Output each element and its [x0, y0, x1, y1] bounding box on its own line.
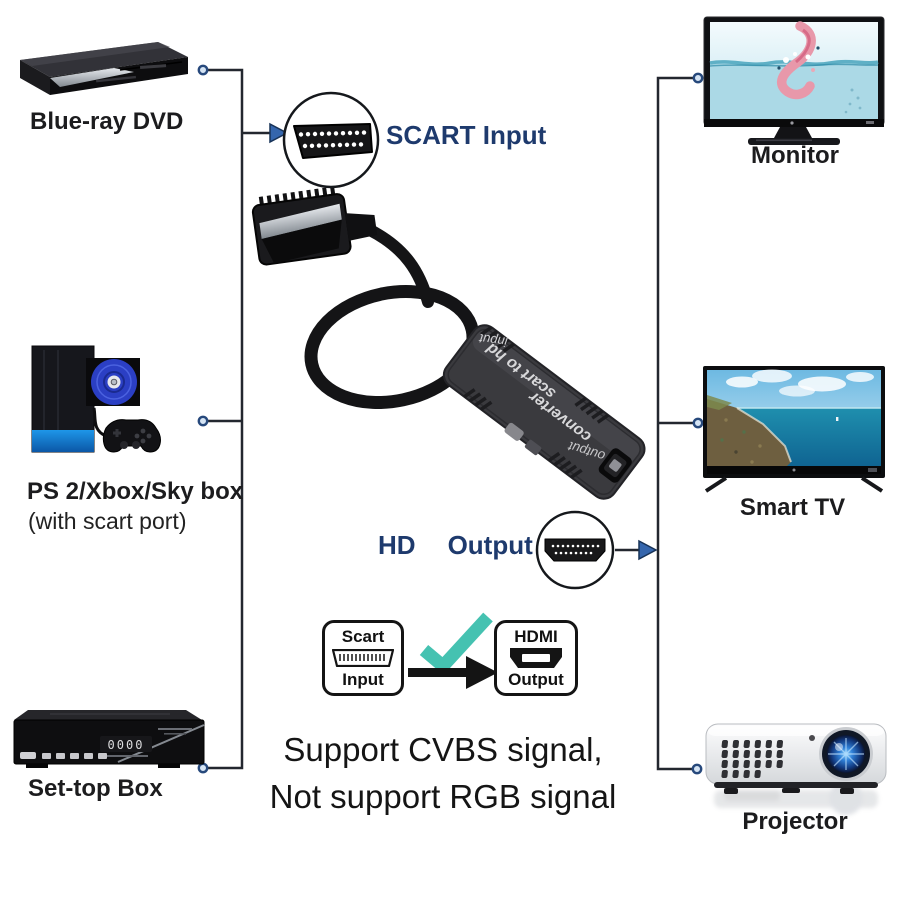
- settop-display: 0000: [108, 738, 145, 752]
- smart-tv-image: [703, 366, 885, 493]
- connection-dots: [197, 64, 704, 775]
- hd-arrow: [615, 539, 658, 561]
- ps2-label: PS 2/Xbox/Sky box: [27, 478, 244, 505]
- converter-body-image: [442, 324, 646, 500]
- converter-product-photo: input scart to hd converter output: [251, 186, 646, 500]
- settop-label: Set-top Box: [28, 775, 163, 802]
- projector-label: Projector: [742, 808, 848, 835]
- badge-hdmi-subtitle: Output: [508, 670, 564, 689]
- scart-input-label: SCART Input: [386, 120, 547, 150]
- bluray-label: Blue-ray DVD: [30, 108, 184, 135]
- bluray-player-image: [20, 42, 188, 95]
- ps2-console-image: [31, 345, 161, 453]
- projector-image: [705, 723, 887, 815]
- badge-scart-title: Scart: [341, 627, 385, 646]
- monitor-label: Monitor: [751, 142, 839, 169]
- right-arrow-icon: [466, 656, 498, 689]
- scart-input-badge: Scart Input: [322, 620, 404, 696]
- scart-arrow: [243, 122, 289, 144]
- scart-plug-image: [251, 186, 378, 266]
- connection-rails: [203, 68, 697, 771]
- scart-connector-icon: [332, 649, 394, 667]
- conversion-arrow-group: [408, 612, 498, 689]
- support-text-line2: Not support RGB signal: [269, 778, 617, 815]
- hdmi-connector-callout: [535, 510, 615, 590]
- badge-hdmi-title: HDMI: [514, 627, 558, 646]
- scart-connector-callout: [282, 91, 380, 189]
- badge-scart-subtitle: Input: [342, 670, 384, 689]
- hdmi-output-badge: HDMI Output: [494, 620, 578, 696]
- check-icon: [419, 612, 493, 675]
- monitor-image: [703, 16, 885, 145]
- hd-output-label: HD Output: [378, 530, 533, 561]
- output-label: Output: [447, 530, 533, 560]
- ps2-sublabel: (with scart port): [28, 508, 187, 534]
- converter-print-input: input: [477, 331, 508, 350]
- smart-tv-label: Smart TV: [739, 494, 846, 521]
- hdmi-connector-icon: [510, 647, 562, 668]
- support-text-line1: Support CVBS signal,: [283, 731, 603, 768]
- hd-label: HD: [378, 530, 416, 560]
- settop-box-image: 0000: [13, 710, 205, 768]
